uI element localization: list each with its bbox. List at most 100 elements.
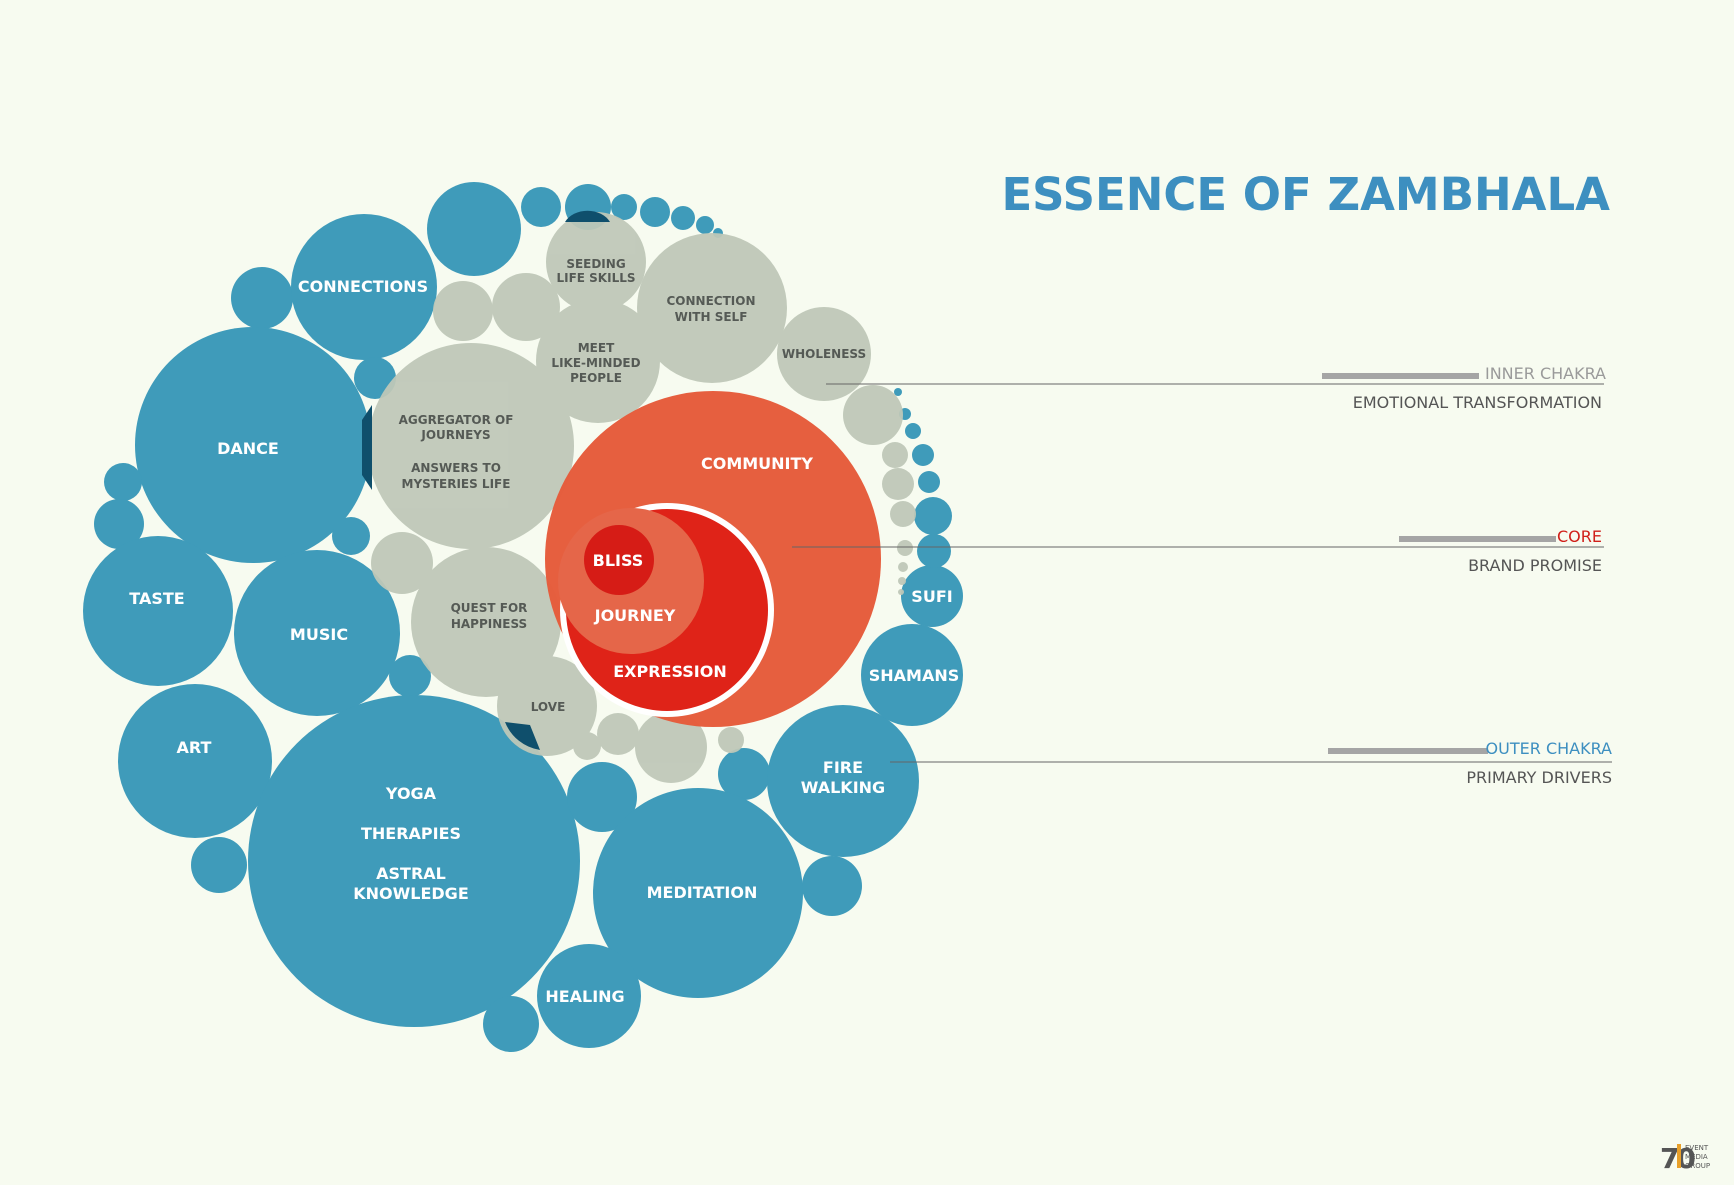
label-healing: HEALING (545, 987, 624, 1006)
inner-bubble (898, 577, 906, 585)
label-art: ART (177, 738, 212, 757)
legend-sub-inner: EMOTIONAL TRANSFORMATION (1353, 393, 1602, 412)
outer-bubble-art (118, 684, 272, 838)
outer-bubble (191, 837, 247, 893)
inner-bubble (843, 385, 903, 445)
label-knowledge: KNOWLEDGE (353, 884, 469, 903)
outer-bubble (611, 194, 637, 220)
outer-bubble-meditation (593, 788, 803, 998)
label-dance: DANCE (217, 439, 279, 458)
logo-line-3: GROUP (1685, 1162, 1710, 1170)
outer-bubble (718, 748, 770, 800)
logo-line-2: MEDIA (1685, 1153, 1708, 1161)
label-music: MUSIC (290, 625, 348, 644)
label-therapies: THERAPIES (361, 824, 461, 843)
core-bliss (584, 525, 654, 595)
label-journeys: JOURNEYS (420, 428, 490, 442)
inner-bubble (573, 732, 601, 760)
inner-bubble (882, 442, 908, 468)
outer-bubble (104, 463, 142, 501)
inner-bubble-meet (536, 299, 660, 423)
label-fire: FIRE (823, 758, 863, 777)
outer-bubble (912, 444, 934, 466)
outer-bubble (917, 534, 951, 568)
logo-accent-mark (1677, 1144, 1681, 1168)
label-yoga: YOGA (385, 784, 437, 803)
label-walking: WALKING (801, 778, 885, 797)
inner-bubble (898, 562, 908, 572)
logo: 70 EVENT MEDIA GROUP (1660, 1142, 1710, 1175)
legend: INNER CHAKRA EMOTIONAL TRANSFORMATION CO… (792, 364, 1612, 787)
inner-bubble (597, 713, 639, 755)
label-taste: TASTE (129, 589, 184, 608)
inner-bubble (890, 501, 916, 527)
outer-bubble (332, 517, 370, 555)
inner-labels: SEEDING LIFE SKILLS CONNECTION WITH SELF… (399, 257, 867, 714)
label-bliss: BLISS (593, 551, 644, 570)
inner-bubble (882, 468, 914, 500)
inner-bubble (897, 540, 913, 556)
label-wholeness: WHOLENESS (782, 347, 866, 361)
inner-bubble-wholeness (777, 307, 871, 401)
inner-bubble (371, 532, 433, 594)
label-life-skills: LIFE SKILLS (556, 271, 635, 285)
overlap-shading (362, 210, 610, 750)
legend-heading-core: CORE (1557, 527, 1602, 546)
inner-bubble (898, 589, 904, 595)
outer-bubble-taste (83, 536, 233, 686)
inner-bubble (718, 727, 744, 753)
label-answers: ANSWERS TO (411, 461, 501, 475)
outer-bubble-shamans (861, 624, 963, 726)
outer-bubble-connections (291, 214, 437, 360)
outer-chakra-bubbles (83, 182, 963, 1052)
label-mysteries: MYSTERIES LIFE (402, 477, 511, 491)
label-people: PEOPLE (570, 371, 622, 385)
outer-bubble (894, 388, 902, 396)
outer-bubble (696, 216, 714, 234)
outer-bubble (521, 187, 561, 227)
outer-bubble (905, 423, 921, 439)
outer-bubble-dance (135, 327, 371, 563)
legend-bar-inner (1322, 373, 1479, 379)
label-quest: QUEST FOR (451, 601, 528, 615)
core-labels: COMMUNITY BLISS JOURNEY EXPRESSION (593, 454, 814, 681)
label-shamans: SHAMANS (869, 666, 960, 685)
inner-bubble-quest (411, 547, 561, 697)
outer-bubble (427, 182, 521, 276)
outer-bubble (918, 471, 940, 493)
logo-line-1: EVENT (1685, 1144, 1709, 1152)
inner-bubble-seeding (546, 212, 646, 312)
legend-heading-outer: OUTER CHAKRA (1486, 739, 1613, 758)
outer-labels: CONNECTIONS DANCE TASTE MUSIC ART YOGA T… (129, 277, 959, 1006)
outer-bubble (640, 197, 670, 227)
label-with-self: WITH SELF (675, 310, 748, 324)
diagram-title: ESSENCE OF ZAMBHALA (1001, 168, 1610, 221)
outer-bubble (389, 655, 431, 697)
legend-bar-outer (1328, 748, 1488, 754)
inner-bubble (492, 273, 560, 341)
outer-bubble-healing (537, 944, 641, 1048)
outer-bubble-music (234, 550, 400, 716)
legend-sub-outer: PRIMARY DRIVERS (1466, 768, 1612, 787)
label-connections: CONNECTIONS (298, 277, 428, 296)
label-community: COMMUNITY (701, 454, 813, 473)
outer-bubble (671, 206, 695, 230)
inner-bubble (635, 711, 707, 783)
label-sufi: SUFI (911, 587, 952, 606)
label-like-minded: LIKE-MINDED (551, 356, 640, 370)
label-connection: CONNECTION (667, 294, 756, 308)
label-happiness: HAPPINESS (451, 617, 527, 631)
outer-bubble (802, 856, 862, 916)
outer-bubble-yoga (248, 695, 580, 1027)
inner-bubble-connection-self (637, 233, 787, 383)
label-aggregator: AGGREGATOR OF (399, 413, 514, 427)
outer-bubble (231, 267, 293, 329)
legend-heading-inner: INNER CHAKRA (1485, 364, 1606, 383)
label-journey: JOURNEY (594, 606, 676, 625)
label-meditation: MEDITATION (647, 883, 758, 902)
label-meet: MEET (578, 341, 615, 355)
outer-bubble (914, 497, 952, 535)
outer-bubble (567, 762, 637, 832)
